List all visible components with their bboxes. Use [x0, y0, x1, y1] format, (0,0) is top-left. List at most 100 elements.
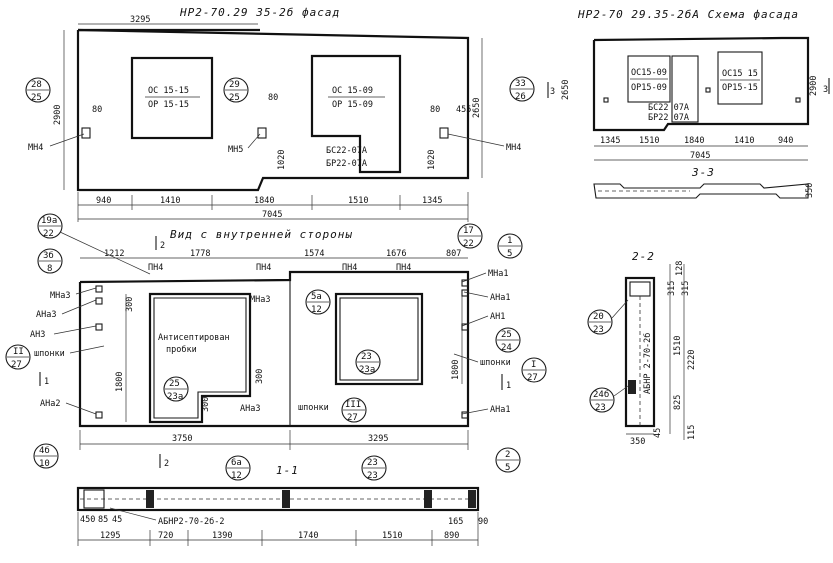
- facade-top-dim: 3295: [130, 15, 150, 25]
- facade-d1020b: 1020: [427, 150, 437, 170]
- sec22-leader-24b: [613, 385, 629, 397]
- sec22-dim-2: 315: [681, 281, 691, 296]
- sec22-top-insert: [629, 281, 651, 297]
- scheme-total: 7045: [690, 151, 710, 161]
- scheme-window-2: [717, 51, 763, 105]
- inner-right-label-1: АНа1: [490, 293, 510, 303]
- svg-text:23а: 23а: [359, 365, 375, 375]
- inner-shponki-mid: шпонки: [298, 403, 329, 413]
- sec11-dim-0: 1295: [100, 531, 120, 541]
- inner-bubble-19a: 19а 22: [37, 213, 63, 239]
- inner-window-left: [148, 292, 252, 424]
- inner-pn-1: ПН4: [148, 263, 163, 273]
- inner-bubble-4b: 4б 10: [33, 443, 59, 469]
- svg-text:4б: 4б: [39, 445, 50, 456]
- facade-anchor-mid: [257, 127, 267, 139]
- sec11-rib-4: [468, 490, 476, 508]
- inner-leader-l0: [75, 287, 97, 295]
- svg-text:17: 17: [463, 226, 474, 236]
- inner-bubble-II: II 27: [5, 344, 31, 370]
- facade-mn-right: МН4: [506, 143, 521, 153]
- inner-plugs-line1: Антисептирован: [158, 333, 230, 343]
- sec22-dim-4: 2220: [687, 350, 697, 370]
- scheme-door-line2: БР22 07А: [648, 113, 689, 123]
- scheme-sec-dim: 350: [805, 183, 815, 198]
- facade-bubble-right: 33 26: [509, 76, 535, 102]
- svg-text:29: 29: [229, 80, 240, 90]
- facade-outline: [76, 28, 470, 192]
- inner-tdim-0: 1212: [104, 249, 124, 259]
- svg-text:19а: 19а: [41, 216, 57, 226]
- scheme-anchor-1: [603, 97, 609, 103]
- inner-leader-r3: [453, 353, 479, 363]
- scheme-view: НР2-70 29.35-2бА Схема фасада ОС15-09 ОР…: [547, 8, 830, 199]
- inner-tdim-2: 1574: [304, 249, 324, 259]
- sec11-d165: 165: [448, 517, 463, 527]
- svg-text:28: 28: [31, 80, 42, 90]
- inner-anchor-8: [461, 411, 469, 419]
- inner-d300a: 300: [125, 297, 135, 312]
- facade-d1020a: 1020: [277, 150, 287, 170]
- inner-bubble-23: 23 23а: [355, 349, 381, 375]
- scheme-bdim-2: 1840: [684, 136, 704, 146]
- sec11-dim-2: 1390: [212, 531, 232, 541]
- inner-ana3-mid: АНа3: [240, 404, 260, 414]
- sec11-dim-1: 720: [158, 531, 173, 541]
- sec11-dim-3: 1740: [298, 531, 318, 541]
- inner-tdim-1: 1778: [190, 249, 210, 259]
- svg-text:10: 10: [39, 459, 50, 469]
- facade-bubble-mid: 29 25: [223, 77, 249, 103]
- scheme-bdim-4: 940: [778, 136, 793, 146]
- inner-left-label-0: МНа3: [50, 291, 70, 301]
- sec11-body: [76, 486, 480, 512]
- inner-sec-mark-top: 2: [160, 241, 165, 251]
- inner-anchor-1: [95, 285, 103, 293]
- svg-text:1: 1: [507, 236, 512, 246]
- facade-mn-right-leader: [447, 133, 505, 147]
- inner-right-label-0: МНа1: [488, 269, 508, 279]
- sec22-leader-20: [611, 299, 629, 319]
- svg-text:22: 22: [463, 239, 474, 249]
- svg-text:23: 23: [593, 325, 604, 335]
- facade-win2-line1: ОС 15-09: [332, 86, 373, 96]
- svg-text:6а: 6а: [231, 458, 242, 468]
- scheme-win1-line2: ОР15-09: [631, 83, 667, 93]
- section-2-2: 2-2 АБНР 2-70-2б 128 315 315 1510 2220 8…: [587, 250, 697, 447]
- inner-arrow-1-right: 1: [506, 381, 511, 391]
- svg-text:II: II: [13, 347, 24, 357]
- inner-pn-3: ПН4: [342, 263, 357, 273]
- facade-door-line2: БР22-07А: [326, 159, 367, 169]
- inner-left-label-2: АН3: [30, 330, 45, 340]
- svg-text:26: 26: [515, 92, 526, 102]
- sec11-insulation-left: [83, 489, 105, 509]
- svg-text:3б: 3б: [43, 250, 54, 261]
- inner-leader-l1: [61, 299, 97, 315]
- inner-anchor-4: [95, 411, 103, 419]
- svg-text:25: 25: [169, 379, 180, 389]
- inner-bubble-5a: 5а 12: [305, 289, 331, 315]
- svg-text:III: III: [345, 400, 361, 410]
- scheme-h-left: 2650: [561, 80, 571, 100]
- facade-d80a: 80: [92, 105, 102, 115]
- sec11-small-2: 45: [112, 515, 122, 525]
- svg-text:12: 12: [311, 305, 322, 315]
- inner-anchor-2: [95, 297, 103, 305]
- scheme-door: [671, 55, 699, 123]
- sec11-d90: 90: [478, 517, 488, 527]
- sec22-dim-6: 115: [687, 425, 697, 440]
- facade-win1-line2: ОР 15-15: [148, 100, 189, 110]
- sec11-label-leader: [109, 507, 157, 521]
- facade-mn-mid: МН5: [228, 145, 243, 155]
- scheme-anchor-2: [705, 87, 711, 93]
- svg-text:25: 25: [501, 330, 512, 340]
- inner-leader-l3: [69, 345, 105, 354]
- svg-text:25: 25: [229, 93, 240, 103]
- facade-mn-left-leader: [49, 133, 85, 147]
- inner-pn-2: ПН4: [256, 263, 271, 273]
- inner-right-label-3: шпонки: [480, 358, 511, 368]
- sec11-small-1: 85: [98, 515, 108, 525]
- inner-view: Вид с внутренней стороны 2 1212 1778 157…: [5, 213, 547, 481]
- svg-text:23: 23: [367, 458, 378, 468]
- inner-right-label-4: АНа1: [490, 405, 510, 415]
- facade-left-height: 2900: [53, 105, 63, 125]
